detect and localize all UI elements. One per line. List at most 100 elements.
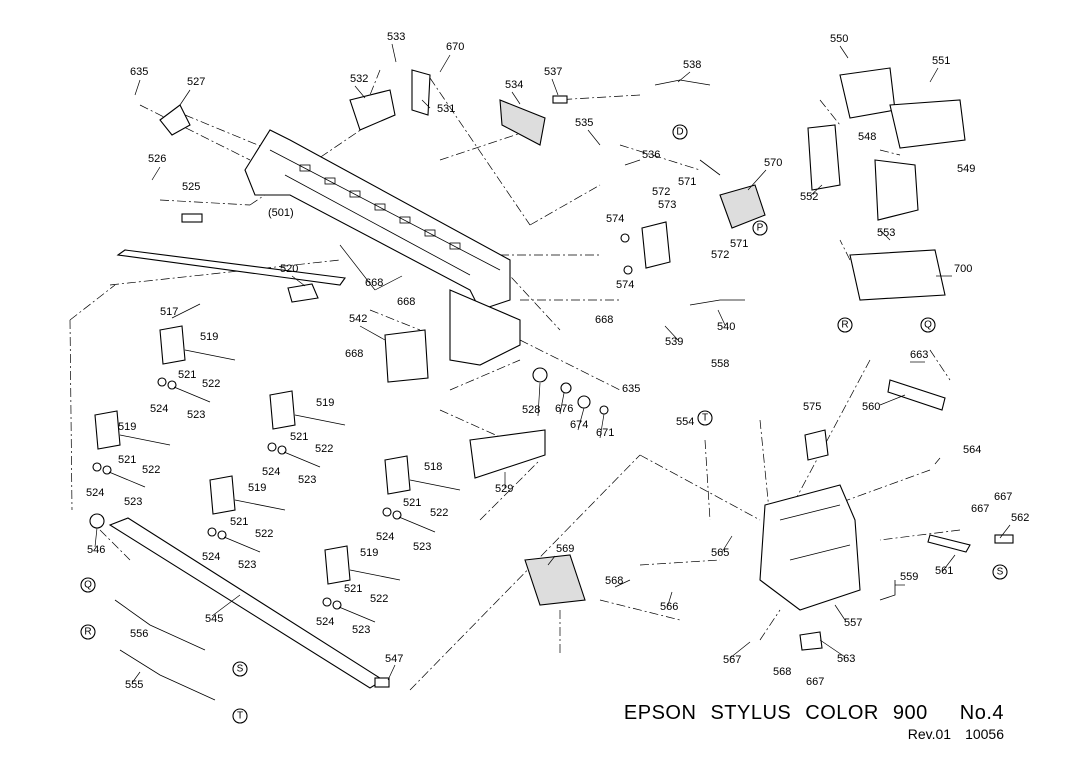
spring-522 [119,434,171,446]
connector-mark-S-circle [232,661,248,677]
holder-552 [807,124,841,191]
part-label-524: 524 [262,466,280,478]
part-label-523: 523 [352,624,370,636]
part-label-526: 526 [148,153,166,165]
part-label-546: 546 [87,544,105,556]
bushing-547 [374,677,390,688]
leader-line [374,275,403,291]
leader-line [387,664,396,681]
housing-rib [779,504,841,521]
bushing-546 [89,513,105,529]
leader-line [547,555,556,566]
bracket-529 [469,429,546,479]
roller-545 [108,517,385,689]
roller-524 [382,507,392,517]
leader-line [577,407,585,431]
part-label-518: 518 [424,461,442,473]
part-label-523: 523 [298,474,316,486]
bracket-563 [799,631,823,651]
spring-523 [283,451,321,468]
connector-mark-Q: Q [924,320,932,331]
dashed-assembly-line [499,264,561,331]
part-label-668: 668 [595,314,613,326]
dashed-assembly-line [109,259,341,286]
connector-mark-Q-circle [80,577,96,593]
ring-671 [599,405,609,415]
part-label-537: 537 [544,66,562,78]
part-label-671: 671 [596,427,614,439]
leader-line [809,184,823,197]
screw-574b [623,265,633,275]
leader-line [677,71,691,83]
part-label-561: 561 [935,565,953,577]
part-label-533: 533 [387,31,405,43]
frame-slot [374,203,386,211]
part-label-559: 559 [900,571,918,583]
part-label-551: 551 [932,55,950,67]
part-label-572: 572 [652,186,670,198]
part-label-552: 552 [800,191,818,203]
leader-line [717,309,726,326]
leader-line [179,89,191,106]
cable-540 [689,299,745,306]
part-label-547: 547 [385,653,403,665]
connector-mark-T-circle [232,708,248,724]
dashed-assembly-line [139,104,251,161]
spring-522 [294,414,346,426]
part-label-663: 663 [910,349,928,361]
leader-line [879,229,891,241]
connector-mark-R-circle [837,317,853,333]
part-label-531: 531 [437,103,455,115]
leader-line [624,159,641,166]
roller-524 [322,597,332,607]
dashed-assembly-line [929,349,951,381]
leader-line [834,604,846,621]
part-label-521: 521 [344,583,362,595]
part-label-556: 556 [130,628,148,640]
part-label-521: 521 [178,369,196,381]
frame-slot [424,229,436,237]
roller-524 [207,527,217,537]
part-label-567: 567 [723,654,741,666]
part-label-534: 534 [505,79,523,91]
dashed-assembly-line [159,199,251,206]
part-label-522: 522 [370,593,388,605]
cable-556 [114,599,206,651]
dashed-assembly-line [879,529,961,541]
part-label-558: 558 [711,358,729,370]
clip-562 [994,534,1014,544]
leader-line [171,303,201,319]
part-label-571: 571 [678,176,696,188]
part-label-545: 545 [205,613,223,625]
leader-line [291,275,306,287]
leader-line [134,79,141,96]
dashed-assembly-line [619,144,701,171]
leader-line [359,325,386,341]
part-label-542: 542 [349,313,367,325]
paper-guide-holder [324,545,351,585]
dashed-assembly-line [529,184,601,226]
part-label-575: 575 [803,401,821,413]
leader-line [439,54,451,73]
leader-line [819,639,846,658]
connector-mark-D: D [676,127,683,138]
sensor-520 [287,283,319,303]
dashed-assembly-line [839,239,851,261]
paper-guide-bar [116,249,346,286]
connector-mark-T-circle [697,410,713,426]
leader-line [934,457,941,465]
dashed-assembly-line [409,454,641,691]
part-label-668: 668 [345,348,363,360]
part-label-667: 667 [971,503,989,515]
part-label-523: 523 [187,409,205,421]
part-label-572: 572 [711,249,729,261]
frame-side-bracket [449,289,521,366]
title-model-1: STYLUS [710,702,792,724]
title-brand: EPSON [623,702,697,724]
roller-524b [332,600,342,610]
leader-line [587,129,601,146]
part-label-553: 553 [877,227,895,239]
holder-553 [874,159,919,221]
